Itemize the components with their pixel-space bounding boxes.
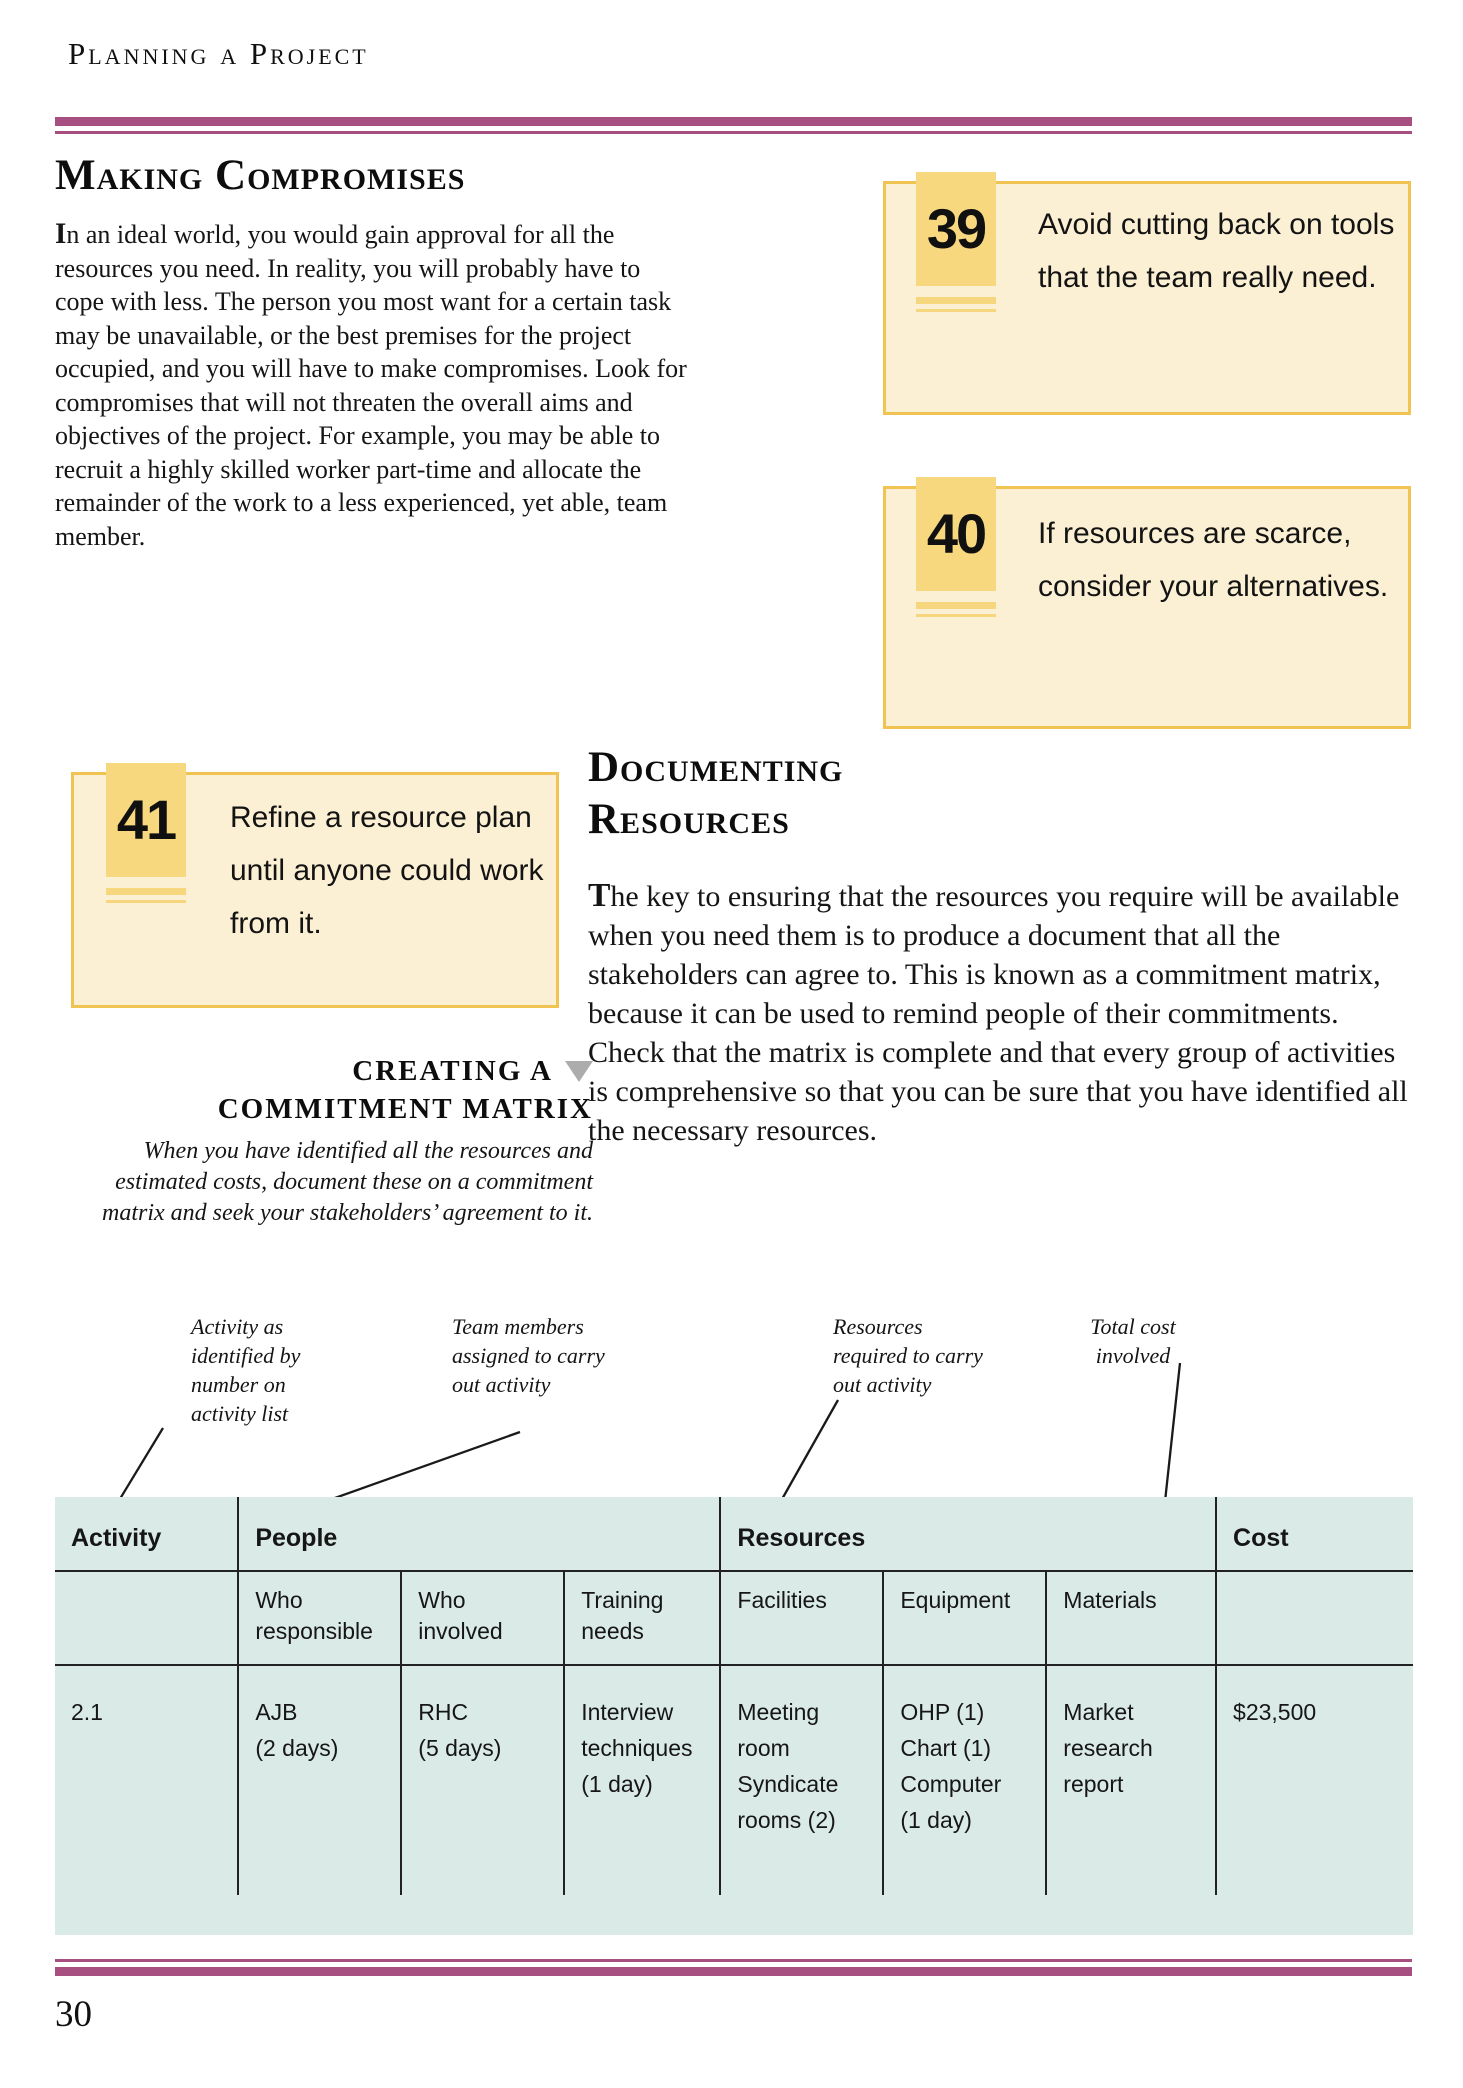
- annotation-activity: Activity as identified by number on acti…: [191, 1314, 301, 1426]
- tip-tab-bar: [916, 602, 996, 609]
- tip-box-40: 40 If resources are scarce, consider you…: [883, 477, 1411, 729]
- table-header-activity: Activity: [55, 1497, 239, 1572]
- cell-equipment: OHP (1) Chart (1) Computer (1 day): [882, 1665, 1047, 1895]
- table-subheader-facilities: Facilities: [719, 1571, 884, 1666]
- caption-title-line2: COMMITMENT MATRIX: [217, 1093, 593, 1125]
- bottom-rule-thick: [55, 1967, 1412, 1976]
- tip-number-tab: 40: [916, 477, 996, 591]
- table-subheader-who-responsible: Who responsible: [237, 1571, 402, 1666]
- section-body-documenting-resources: The key to ensuring that the resources y…: [588, 877, 1408, 1147]
- tip-text: Avoid cutting back on tools that the tea…: [1038, 208, 1395, 294]
- cell-activity: 2.1: [71, 1699, 103, 1725]
- tip-tab-bar: [106, 900, 186, 903]
- table-subheader-blank: [55, 1571, 239, 1666]
- page-number: 30: [55, 1994, 92, 2035]
- table-subheader-who-involved: Who involved: [400, 1571, 565, 1666]
- tip-number: 39: [926, 197, 987, 260]
- down-triangle-icon: [565, 1061, 593, 1082]
- tip-tab-bar: [916, 614, 996, 617]
- tip-number: 41: [116, 788, 177, 851]
- tip-text: Refine a resource plan until anyone coul…: [230, 801, 544, 940]
- table-row: 2.1 AJB (2 days) RHC (5 days) Interview …: [55, 1665, 1413, 1895]
- top-rule-thick: [55, 117, 1412, 126]
- table-subheader-blank: [1215, 1571, 1413, 1666]
- cell-cost: $23,500: [1215, 1665, 1413, 1895]
- tip-number-tab: 41: [106, 763, 186, 877]
- tip-tab-bar: [106, 888, 186, 895]
- page-kicker: Planning a Project: [68, 36, 369, 71]
- tip-tab-bar: [916, 309, 996, 312]
- caption-title-text: CREATING A: [352, 1055, 553, 1087]
- tip-tab-bar: [916, 297, 996, 304]
- section-heading-making-compromises: Making Compromises: [55, 152, 466, 199]
- table-subheader-training-needs: Training needs: [563, 1571, 721, 1666]
- caption-body: When you have identified all the resourc…: [101, 1138, 593, 1226]
- section-heading-documenting-resources: Documenting Resources: [588, 744, 844, 843]
- caption-title-line1: CREATING A: [85, 1052, 593, 1090]
- tip-box-39: 39 Avoid cutting back on tools that the …: [883, 172, 1411, 415]
- top-rule-thin: [55, 131, 1412, 134]
- cell-materials: Market research report: [1045, 1665, 1217, 1895]
- table-subheader-row: Who responsible Who involved Training ne…: [55, 1571, 1413, 1666]
- tip-text: If resources are scarce, consider your a…: [1038, 517, 1389, 603]
- tip-number: 40: [926, 502, 987, 565]
- cell-training-needs: Interview techniques (1 day): [563, 1665, 721, 1895]
- cell-facilities: Meeting room Syndicate rooms (2): [719, 1665, 884, 1895]
- tip-box-41: 41 Refine a resource plan until anyone c…: [71, 763, 559, 1008]
- bottom-rule-thin: [55, 1959, 1412, 1962]
- table-subheader-materials: Materials: [1045, 1571, 1217, 1666]
- table-subheader-equipment: Equipment: [882, 1571, 1047, 1666]
- table-header-people: People: [237, 1497, 721, 1572]
- annotation-resources: Resources required to carry out activity: [833, 1314, 983, 1397]
- cell-who-involved: RHC (5 days): [400, 1665, 565, 1895]
- annotation-total-cost: Total cost involved: [1090, 1314, 1176, 1368]
- section-body-making-compromises: In an ideal world, you would gain approv…: [55, 218, 687, 551]
- table-group-header-row: Activity People Resources Cost: [55, 1497, 1413, 1572]
- annotation-team-members: Team members assigned to carry out activ…: [452, 1314, 605, 1397]
- matrix-caption: CREATING A COMMITMENT MATRIX When you ha…: [85, 1052, 593, 1229]
- commitment-matrix-table: Activity People Resources Cost Who respo…: [55, 1497, 1413, 1935]
- table-header-cost: Cost: [1215, 1497, 1413, 1572]
- tip-number-tab: 39: [916, 172, 996, 286]
- table-header-resources: Resources: [719, 1497, 1217, 1572]
- cell-who-responsible: AJB (2 days): [237, 1665, 402, 1895]
